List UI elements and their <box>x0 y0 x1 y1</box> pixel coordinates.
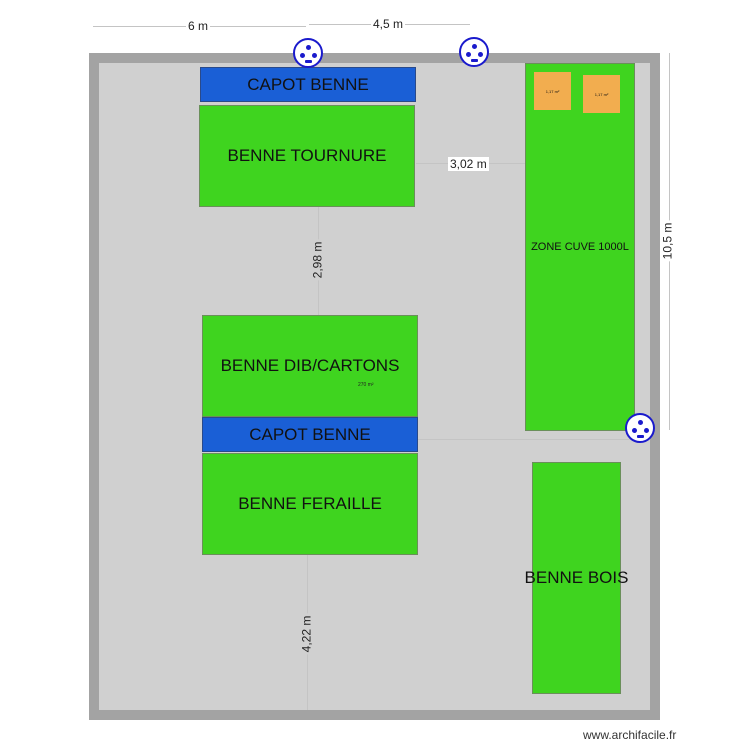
watermark: www.archifacile.fr <box>583 728 677 742</box>
dim-label-2-98m: 2,98 m <box>310 239 325 281</box>
electrical-outlet-icon[interactable] <box>625 413 655 443</box>
area-label: 270 m² <box>358 382 374 388</box>
cuve-slot-1[interactable]: 1,17 m² <box>534 72 571 110</box>
dim-label-4-5m: 4,5 m <box>371 17 406 31</box>
zone-cuve-1000l[interactable]: ZONE CUVE 1000L <box>525 63 635 431</box>
dim-label-10-5m: 10,5 m <box>660 220 675 262</box>
cuve-slot-2[interactable]: 1,17 m² <box>583 75 620 113</box>
capot-benne-mid[interactable]: CAPOT BENNE <box>202 417 418 452</box>
guide-line <box>418 439 640 440</box>
electrical-outlet-icon[interactable] <box>293 38 323 68</box>
dim-label-3-02m: 3,02 m <box>448 157 489 171</box>
benne-bois[interactable]: BENNE BOIS <box>525 462 628 694</box>
benne-tournure[interactable]: BENNE TOURNURE <box>199 105 415 207</box>
dim-label-4-22m: 4,22 m <box>299 613 314 655</box>
dim-label-6m: 6 m <box>186 19 211 33</box>
electrical-outlet-icon[interactable] <box>459 37 489 67</box>
benne-dib-cartons[interactable]: BENNE DIB/CARTONS <box>202 315 418 417</box>
benne-feraille[interactable]: BENNE FERAILLE <box>202 453 418 555</box>
capot-benne-top[interactable]: CAPOT BENNE <box>200 67 416 102</box>
